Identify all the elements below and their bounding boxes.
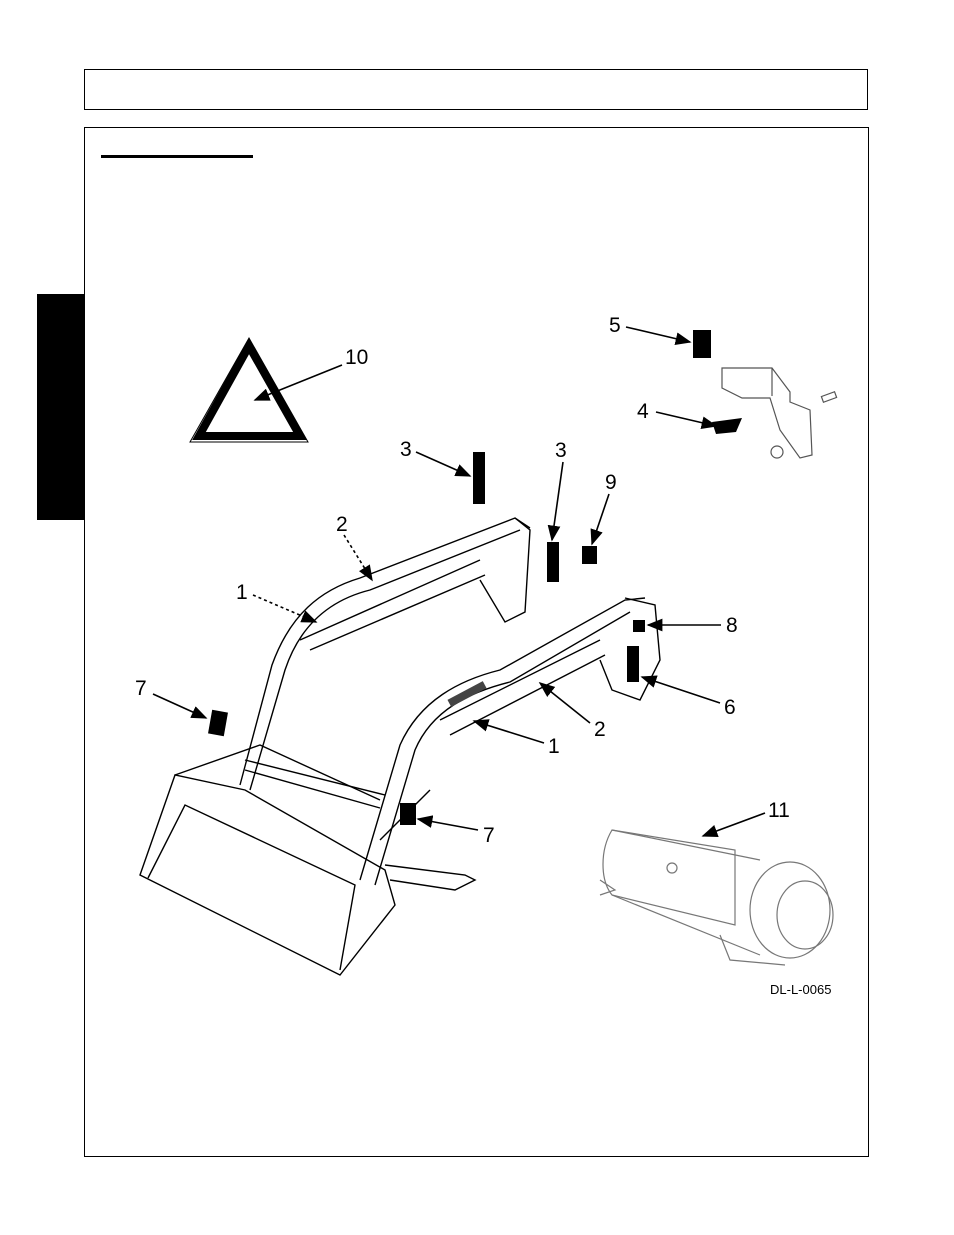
callout-4: 4	[637, 400, 649, 423]
decal-6-patch	[627, 646, 639, 682]
decal-1-right-patch	[447, 681, 486, 707]
decal-9-patch	[582, 546, 597, 564]
callout-2-right: 2	[594, 718, 606, 741]
callout-1-right: 1	[548, 735, 560, 758]
decal-5-patch	[693, 330, 711, 358]
decal-4-patch	[712, 418, 742, 434]
callout-3-left: 3	[400, 438, 412, 461]
decal-7-left-patch	[208, 710, 228, 736]
decal-3-left-patch	[473, 452, 485, 504]
callout-7-right: 7	[483, 824, 495, 847]
callout-1-left: 1	[236, 581, 248, 604]
callout-2-left: 2	[336, 513, 348, 536]
mount-bracket-drawing	[722, 368, 837, 458]
callout-3-right: 3	[555, 439, 567, 462]
callout-7-left: 7	[135, 677, 147, 700]
decal-3-right-patch	[547, 542, 559, 582]
callout-11: 11	[768, 799, 790, 822]
callout-10: 10	[345, 346, 368, 369]
figure-reference: DL-L-0065	[770, 982, 831, 997]
decal-8-patch	[633, 620, 645, 632]
front-loader-drawing	[140, 518, 660, 975]
callout-5: 5	[609, 314, 621, 337]
callout-8: 8	[726, 614, 738, 637]
smv-triangle-icon	[190, 338, 308, 442]
callout-9: 9	[605, 471, 617, 494]
manual-canister-drawing	[600, 830, 833, 965]
callout-6: 6	[724, 696, 736, 719]
decal-7-right-patch	[400, 803, 416, 825]
